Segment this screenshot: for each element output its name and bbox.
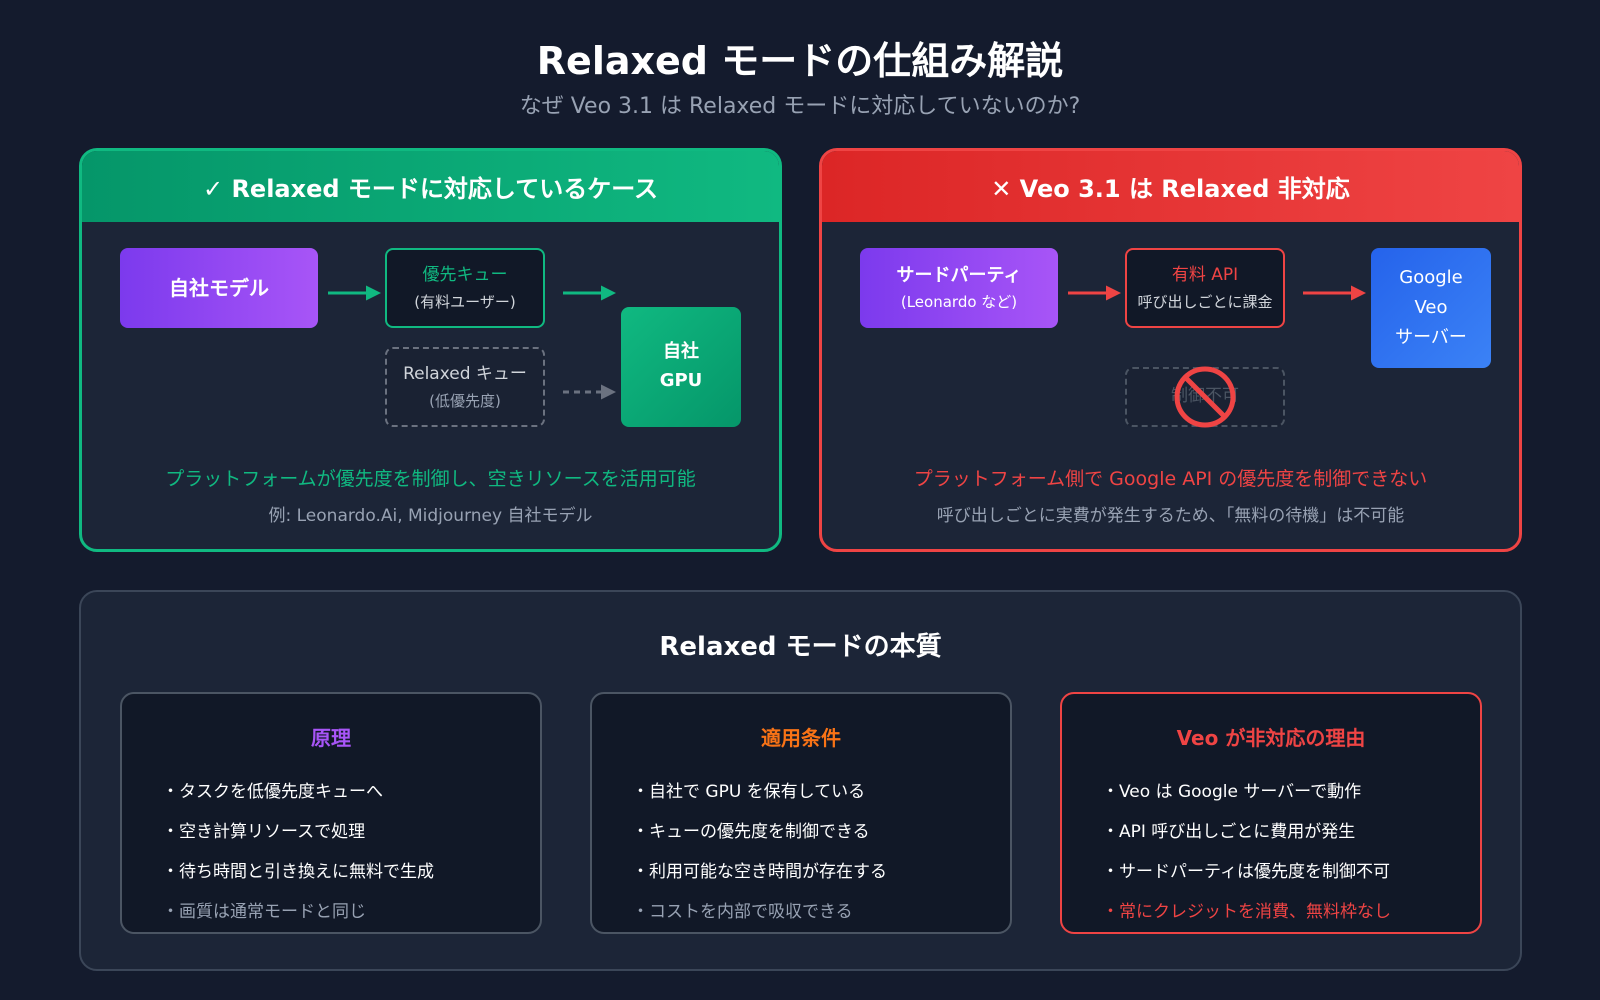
unsupported-case-header: ✕ Veo 3.1 は Relaxed 非対応 — [822, 151, 1519, 222]
list-item: 利用可能な空き時間が存在する — [632, 852, 887, 892]
list-item: API 呼び出しごとに費用が発生 — [1102, 812, 1391, 852]
relaxed-queue-node: Relaxed キュー (低優先度) — [385, 347, 545, 427]
principle-list: タスクを低優先度キューへ 空き計算リソースで処理 待ち時間と引き換えに無料で生成… — [162, 772, 434, 932]
own-gpu-label-1: 自社 — [663, 341, 699, 363]
conditions-card-title: 適用条件 — [761, 726, 841, 750]
own-gpu-label-2: GPU — [659, 370, 703, 391]
principle-card-title: 原理 — [311, 726, 351, 750]
google-veo-server-node: Google Veo サーバー — [1371, 248, 1491, 368]
list-item: 空き計算リソースで処理 — [162, 812, 434, 852]
unsupported-flow-arrows — [1068, 285, 1366, 301]
relaxed-queue-label: Relaxed キュー — [403, 364, 527, 385]
google-label: Google — [1399, 267, 1463, 289]
veo-label: Veo — [1414, 297, 1448, 319]
veo-reason-list: Veo は Google サーバーで動作 API 呼び出しごとに費用が発生 サー… — [1102, 772, 1391, 932]
conditions-list: 自社で GPU を保有している キューの優先度を制御できる 利用可能な空き時間が… — [632, 772, 887, 932]
prohibited-icon — [1174, 366, 1236, 428]
conditions-card: 適用条件 自社で GPU を保有している キューの優先度を制御できる 利用可能な… — [590, 692, 1012, 934]
paid-api-sublabel: 呼び出しごとに課金 — [1137, 292, 1273, 311]
own-model-node: 自社モデル — [120, 248, 318, 328]
unsupported-reason: 呼び出しごとに実費が発生するため、「無料の待機」は不可能 — [936, 506, 1405, 526]
own-gpu-node: 自社 GPU — [621, 307, 741, 427]
list-item: Veo は Google サーバーで動作 — [1102, 772, 1391, 812]
paid-api-node: 有料 API 呼び出しごとに課金 — [1125, 248, 1285, 328]
relaxed-queue-sublabel: (低優先度) — [429, 391, 501, 410]
veo-reason-card-title: Veo が非対応の理由 — [1176, 726, 1366, 750]
list-item: タスクを低優先度キューへ — [162, 772, 434, 812]
supported-flow-arrows — [328, 285, 616, 400]
list-item: 画質は通常モードと同じ — [162, 892, 434, 932]
unsupported-caption: プラットフォーム側で Google API の優先度を制御できない — [913, 468, 1428, 490]
priority-queue-node: 優先キュー (有料ユーザー) — [385, 248, 545, 328]
list-item: 常にクレジットを消費、無料枠なし — [1102, 892, 1391, 932]
principle-card: 原理 タスクを低優先度キューへ 空き計算リソースで処理 待ち時間と引き換えに無料… — [120, 692, 542, 934]
unsupported-case-panel: ✕ Veo 3.1 は Relaxed 非対応 サードパーティ (Leonard… — [819, 148, 1522, 552]
list-item: コストを内部で吸収できる — [632, 892, 887, 932]
page-title: Relaxed モードの仕組み解説 — [536, 39, 1064, 83]
own-model-label: 自社モデル — [169, 276, 269, 300]
supported-case-header: ✓ Relaxed モードに対応しているケース — [82, 151, 779, 222]
list-item: 自社で GPU を保有している — [632, 772, 887, 812]
veo-reason-card: Veo が非対応の理由 Veo は Google サーバーで動作 API 呼び出… — [1060, 692, 1482, 934]
priority-queue-sublabel: (有料ユーザー) — [414, 292, 516, 311]
supported-example: 例: Leonardo.Ai, Midjourney 自社モデル — [268, 506, 593, 526]
paid-api-label: 有料 API — [1171, 265, 1239, 286]
essence-title: Relaxed モードの本質 — [659, 632, 942, 662]
page-subtitle: なぜ Veo 3.1 は Relaxed モードに対応していないのか? — [519, 94, 1081, 119]
supported-case-panel: ✓ Relaxed モードに対応しているケース 自社モデル 優先キュー (有料ユ… — [79, 148, 782, 552]
essence-panel: Relaxed モードの本質 原理 タスクを低優先度キューへ 空き計算リソースで… — [79, 590, 1522, 971]
list-item: サードパーティは優先度を制御不可 — [1102, 852, 1391, 892]
server-label: サーバー — [1395, 326, 1467, 348]
list-item: キューの優先度を制御できる — [632, 812, 887, 852]
priority-queue-label: 優先キュー — [422, 265, 508, 286]
third-party-sublabel: (Leonardo など) — [900, 293, 1018, 312]
supported-caption: プラットフォームが優先度を制御し、空きリソースを活用可能 — [165, 468, 696, 490]
list-item: 待ち時間と引き換えに無料で生成 — [162, 852, 434, 892]
third-party-node: サードパーティ (Leonardo など) — [860, 248, 1058, 328]
third-party-label: サードパーティ — [896, 264, 1022, 286]
